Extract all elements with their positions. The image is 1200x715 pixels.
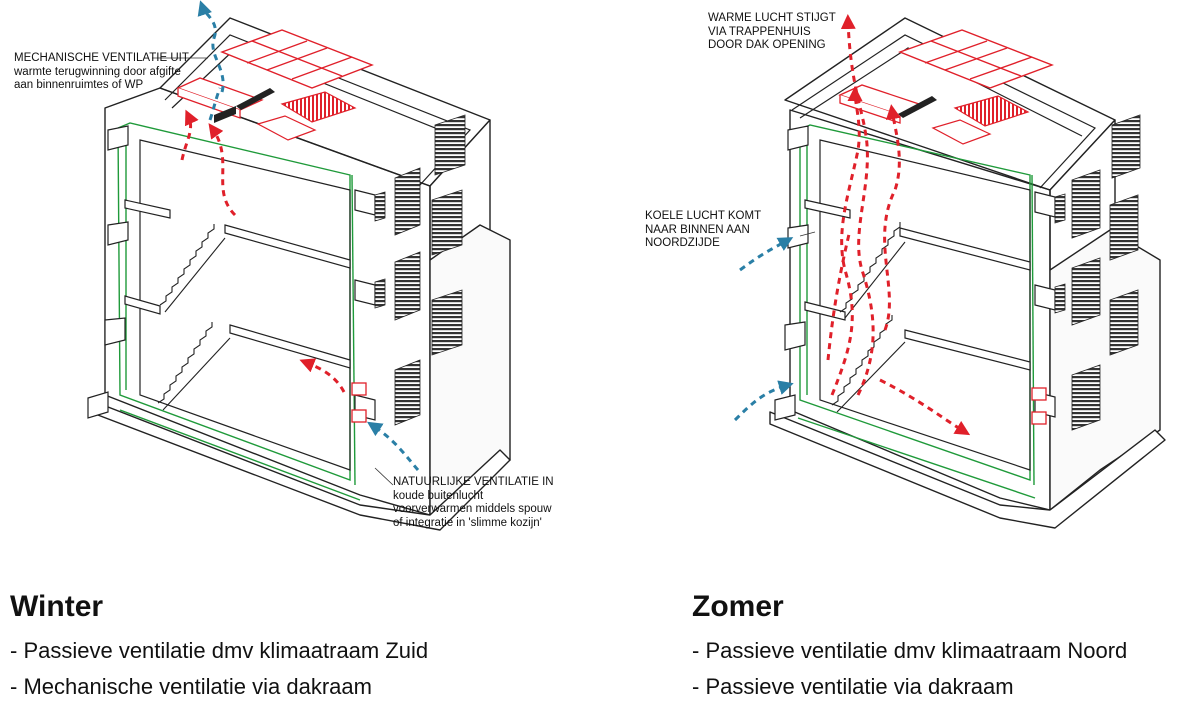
panel-title: Winter [10,590,104,623]
annotation-mechanical-ventilation: MECHANISCHE VENTILATIE UIT warmte terugw… [14,52,189,93]
annotation-line: aan binnenruimtes of WP [14,79,144,91]
climate-window [1031,387,1047,425]
zomer-panel: WARME LUCHT STIJGT VIA TRAPPENHUIS DOOR … [600,0,1200,715]
bullet-list: - Passieve ventilatie dmv klimaatraam Zu… [10,633,428,705]
blue-dashed-arrow-icon [733,237,794,422]
roof-grille [931,95,1030,145]
solar-panel-icon [898,29,1054,89]
bullet-item: - Mechanische ventilatie via dakraam [10,674,372,699]
annotation-line: KOELE LUCHT KOMT [645,210,762,222]
bullet-item: - Passieve ventilatie via dakraam [692,674,1014,699]
mechanical-vent-unit [214,88,275,123]
blue-dashed-arrow-icon [197,0,420,471]
annotation-line: NOORDZIJDE [645,237,720,249]
red-dashed-arrow-icon [826,14,971,436]
leader-lines [152,57,394,486]
solar-panel-icon [220,29,374,89]
leader-lines [799,231,816,237]
bullet-item: - Passieve ventilatie dmv klimaatraam Zu… [10,638,429,663]
interior-structure [774,125,1056,471]
red-dashed-arrow-icon [180,109,346,393]
roof-opening [176,77,264,119]
annotation-line: koude buitenlucht [393,489,484,502]
annotation-line: of integratie in 'slimme kozijn' [393,516,542,529]
roof-grille [256,91,357,141]
annotation-line: MECHANISCHE VENTILATIE UIT [14,52,189,64]
louvre-panel-icon [1054,114,1141,431]
winter-panel: MECHANISCHE VENTILATIE UIT warmte terugw… [10,0,554,705]
annotation-cool-air: KOELE LUCHT KOMT NAAR BINNEN AAN NOORDZI… [645,210,761,251]
panel-title: Zomer [692,590,784,623]
annotation-line: warmte terugwinning door afgifte [14,65,181,78]
bullet-list: - Passieve ventilatie dmv klimaatraam No… [692,633,1127,705]
annotation-line: NAAR BINNEN AAN [645,223,750,236]
interior-structure [87,125,376,471]
building-shell [769,17,1166,529]
annotation-line: voorverwarmen middels spouw [393,503,552,515]
annotation-warm-air: WARME LUCHT STIJGT VIA TRAPPENHUIS DOOR … [708,12,836,53]
annotation-line: VIA TRAPPENHUIS [708,25,811,38]
building-shell [89,17,511,531]
staircase [157,224,231,411]
zomer-building-diagram [733,14,1166,529]
winter-building-diagram [87,0,511,531]
annotation-line: DOOR DAK OPENING [708,39,826,51]
louvre-panel-icon [374,114,466,426]
annotation-line: WARME LUCHT STIJGT [708,12,836,24]
climate-window [351,382,367,423]
roof-vent-unit [898,96,937,118]
annotation-natural-ventilation: NATUURLIJKE VENTILATIE IN koude buitenlu… [393,476,554,530]
bullet-item: - Passieve ventilatie dmv klimaatraam No… [692,638,1128,663]
annotation-line: NATUURLIJKE VENTILATIE IN [393,476,554,488]
